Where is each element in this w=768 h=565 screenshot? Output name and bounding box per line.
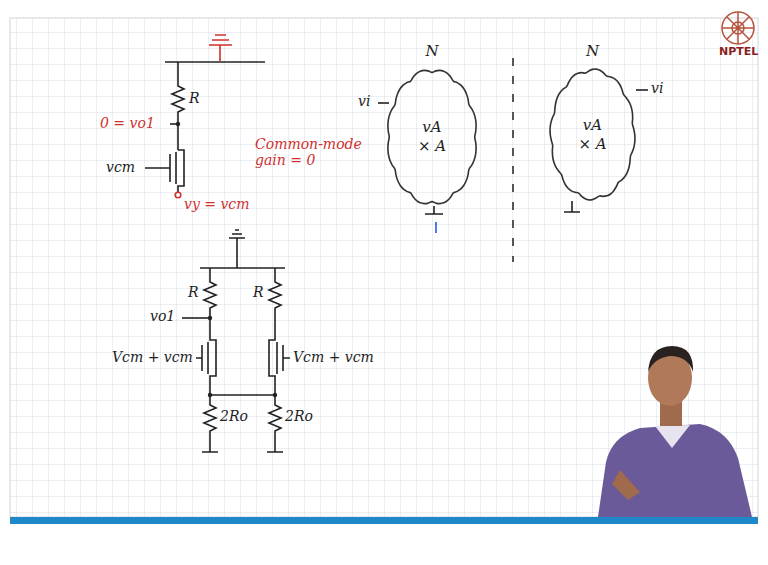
cloud-outline [388,70,476,203]
signal-name: vcm [106,159,135,175]
cloud-network: NvA × A [382,40,482,210]
node-label: 0 = vo1 [100,115,155,131]
signal-name: Vcm + vcm [293,349,374,365]
signal-name: vy = vcm [184,196,249,212]
logo-text: NPTEL [719,46,758,59]
component-label: R [189,90,200,106]
presenter [598,346,752,517]
node-voltage: vA × A [417,118,447,156]
signal-name: vo1 [150,308,175,324]
component-label: R [253,284,264,300]
component-label: R [188,284,199,300]
note: Common-mode gain = 0 [255,136,367,168]
network-name: N [425,42,438,60]
signal-name: vi [651,80,663,96]
component-label: 2Ro [285,408,313,424]
network-name: N [586,42,599,60]
cloud-network: NvA × A [545,40,640,205]
signal-name: vi [358,93,370,109]
component-label: 2Ro [220,408,248,424]
node-voltage: vA × A [578,116,608,154]
signal-name: Vcm + vcm [112,349,193,365]
cloud-outline [550,69,635,200]
